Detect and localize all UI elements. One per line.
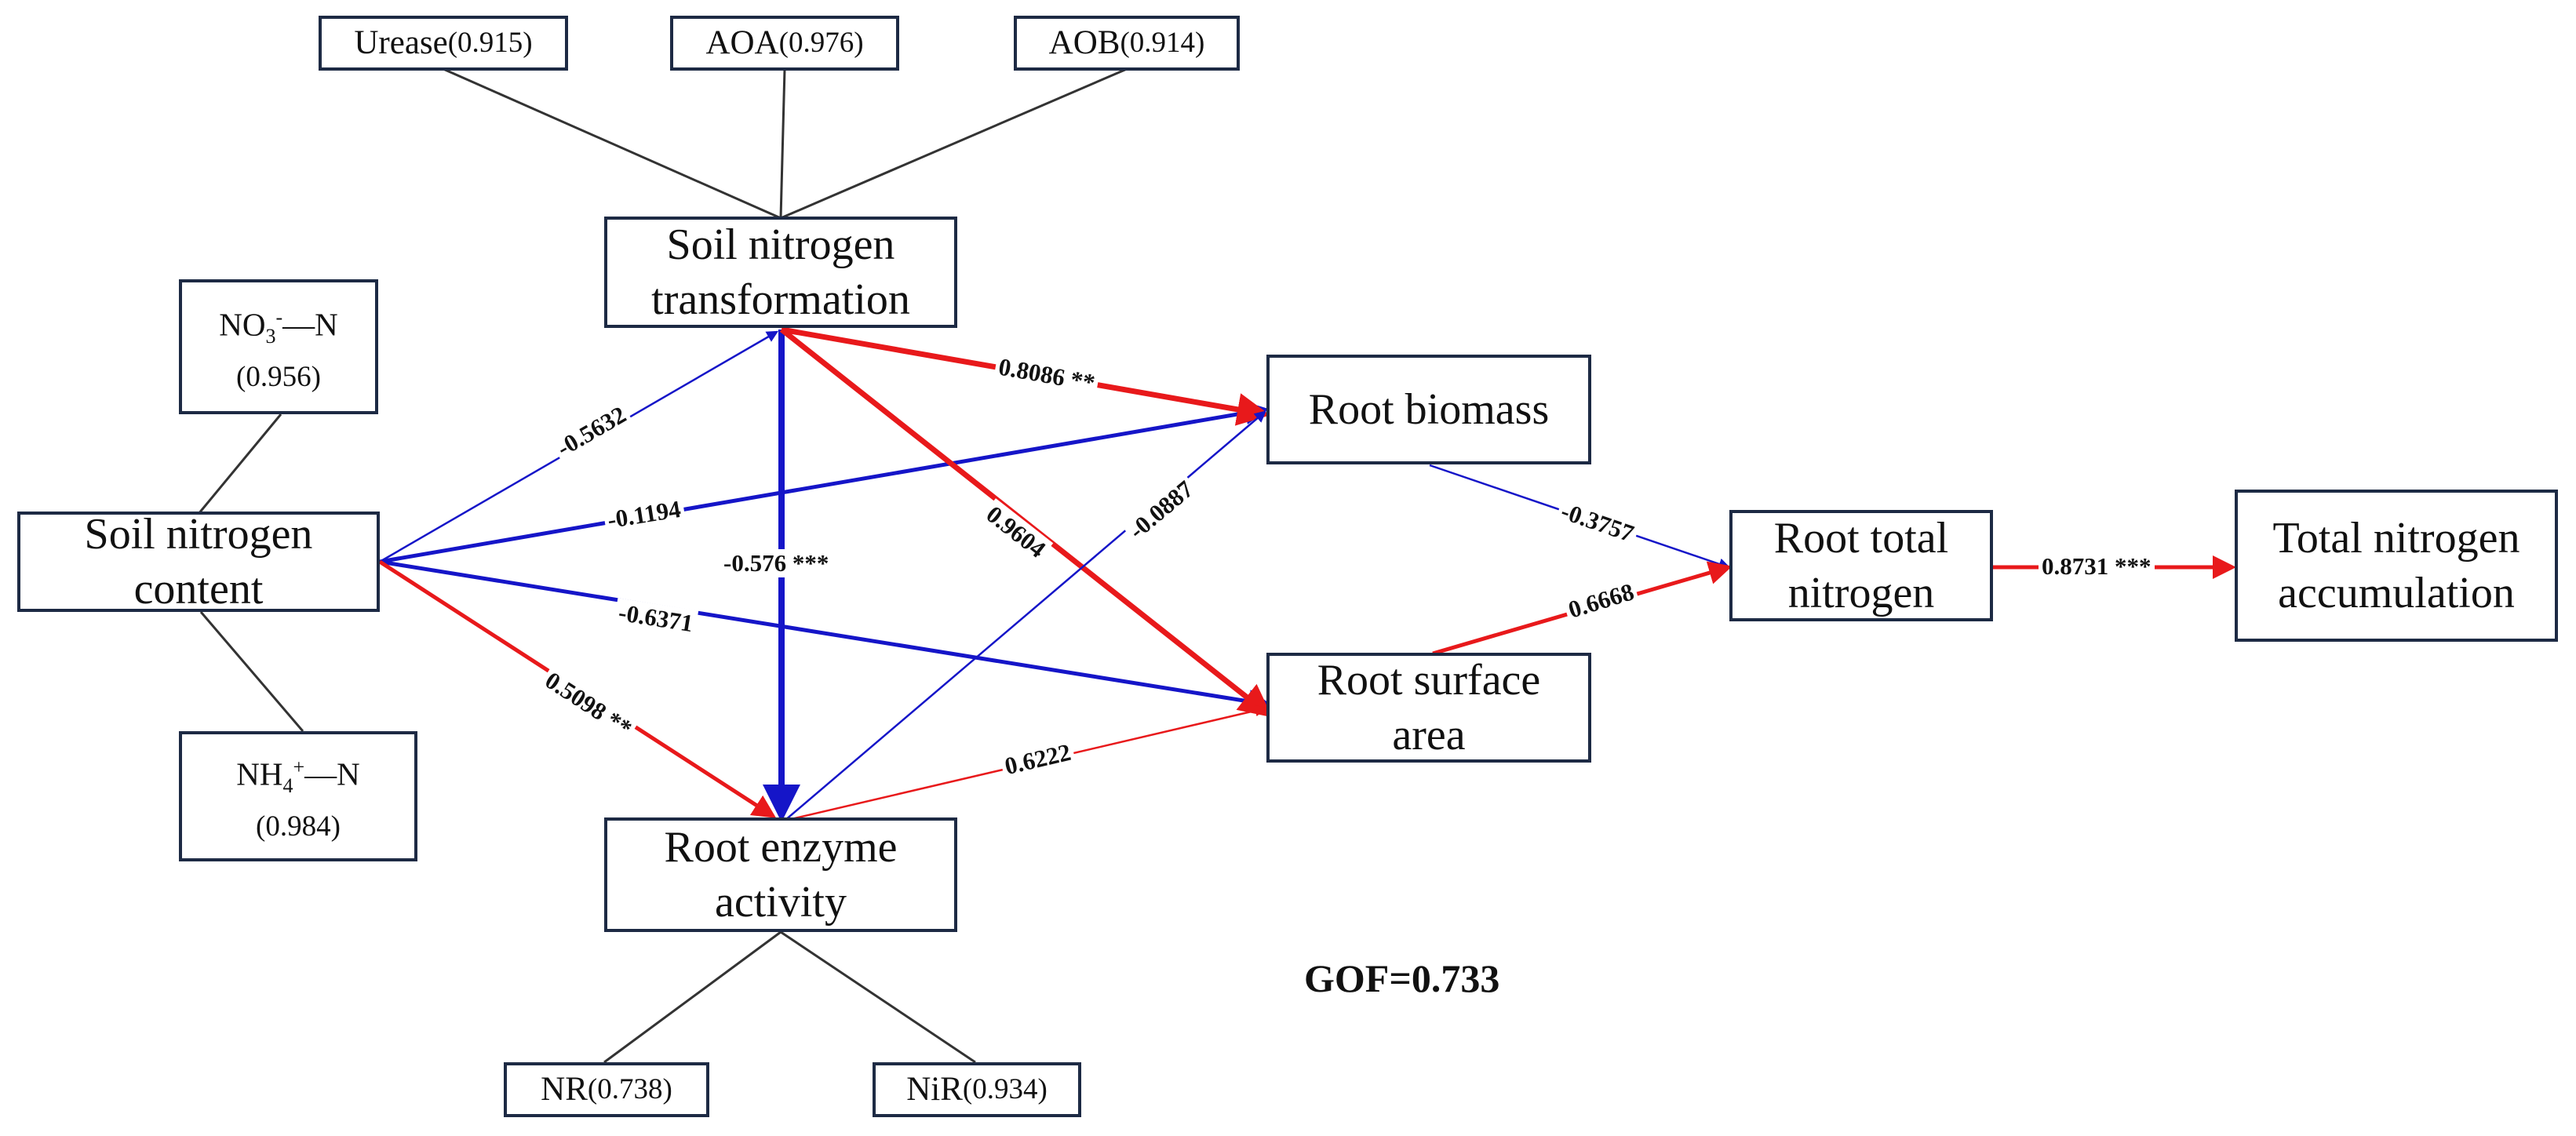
aoa-name: AOA: [705, 24, 779, 61]
nh4-loading-line: [199, 611, 304, 732]
path-soil-content-to-root-surface-area: [379, 559, 1272, 713]
no3-subscript: 3: [265, 324, 276, 348]
root-surface-area-line1: Root surface: [1317, 656, 1541, 705]
aoa-loading: (0.976): [778, 27, 864, 59]
total-nitrogen-accumulation-line2: accumulation: [2278, 569, 2515, 617]
coef-root-total-nitrogen-to-accumulation: 0.8731 ***: [2039, 552, 2155, 581]
no3-name: NO: [219, 306, 266, 343]
root-surface-area-box: Root surface area: [1266, 653, 1591, 763]
nh4-subscript: 4: [282, 774, 293, 797]
root-biomass-line1: Root biomass: [1308, 385, 1550, 434]
root-enzyme-activity-box: Root enzyme activity: [604, 817, 957, 932]
nh4-label: NH4+—N: [236, 746, 360, 807]
no3-indicator-box: NO3-—N (0.956): [179, 279, 378, 414]
root-enzyme-activity-line1: Root enzyme: [664, 823, 898, 872]
nh4-name: NH: [236, 756, 283, 792]
urease-loading: (0.915): [447, 27, 533, 59]
path-soil-content-to-root-biomass: [379, 401, 1269, 564]
no3-label: NO3-—N: [219, 297, 338, 358]
root-total-nitrogen-box: Root total nitrogen: [1729, 510, 1993, 621]
nh4-suffix: —N: [304, 756, 360, 792]
no3-suffix: —N: [282, 306, 338, 343]
nir-loading: (0.934): [962, 1073, 1048, 1105]
coef-transformation-to-root-enzyme: -0.576 ***: [720, 549, 833, 577]
aob-loading: (0.914): [1120, 27, 1205, 59]
nr-loading-line: [603, 930, 782, 1064]
nh4-superscript: +: [293, 756, 305, 779]
nr-loading: (0.738): [587, 1073, 672, 1105]
aoa-loading-line: [779, 68, 786, 219]
total-nitrogen-accumulation-line1: Total nitrogen: [2272, 514, 2520, 563]
nr-indicator-box: NR(0.738): [504, 1062, 709, 1117]
soil-nitrogen-transformation-box: Soil nitrogen transformation: [604, 217, 957, 328]
nh4-loading: (0.984): [256, 810, 341, 843]
root-total-nitrogen-line1: Root total: [1773, 514, 1949, 563]
nr-name: NR: [541, 1071, 588, 1108]
urease-loading-line: [443, 67, 782, 220]
nir-loading-line: [780, 930, 976, 1064]
soil-nitrogen-transformation-line2: transformation: [651, 275, 910, 324]
urease-name: Urease: [354, 24, 448, 61]
aoa-indicator-box: AOA(0.976): [670, 16, 899, 71]
nh4-indicator-box: NH4+—N (0.984): [179, 731, 417, 861]
soil-nitrogen-content-box: Soil nitrogen content: [17, 510, 380, 614]
nir-name: NiR: [906, 1071, 963, 1108]
no3-superscript: -: [275, 306, 283, 330]
aob-loading-line: [780, 67, 1128, 220]
root-surface-area-line2: area: [1392, 711, 1466, 759]
total-nitrogen-accumulation-box: Total nitrogen accumulation: [2235, 490, 2558, 642]
aob-name: AOB: [1048, 24, 1120, 61]
urease-indicator-box: Urease(0.915): [319, 16, 568, 71]
root-biomass-box: Root biomass: [1266, 355, 1591, 464]
goodness-of-fit-label: GOF=0.733: [1304, 956, 1500, 1000]
soil-nitrogen-content-line1: Soil nitrogen: [84, 510, 313, 559]
soil-nitrogen-transformation-line1: Soil nitrogen: [666, 220, 895, 269]
aob-indicator-box: AOB(0.914): [1014, 16, 1240, 71]
root-enzyme-activity-line2: activity: [715, 878, 847, 927]
no3-loading: (0.956): [236, 360, 321, 393]
root-total-nitrogen-line2: nitrogen: [1787, 569, 1935, 617]
no3-loading-line: [197, 413, 282, 515]
soil-nitrogen-content-line2: content: [133, 565, 264, 614]
nir-indicator-box: NiR(0.934): [873, 1062, 1081, 1117]
